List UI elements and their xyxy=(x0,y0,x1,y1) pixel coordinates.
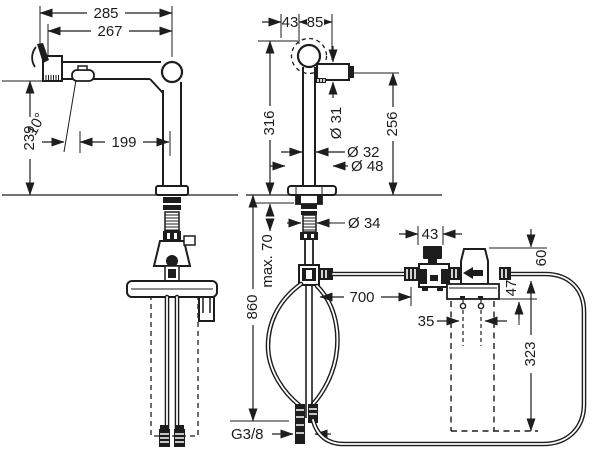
dim-label-860: 860 xyxy=(244,294,261,319)
dim-label-dia31: Ø 31 xyxy=(328,107,345,140)
dim-label-239: 239 xyxy=(21,125,38,150)
front-view-dimensions-mid: Ø 31 316 256 Ø 32 Ø 48 xyxy=(261,40,401,196)
dim-label-dia32: Ø 32 xyxy=(347,144,380,161)
left-view-faucet xyxy=(2,43,238,447)
dim-label-dia48: Ø 48 xyxy=(351,158,384,175)
dim-label-285: 285 xyxy=(93,5,118,22)
dim-label-35: 35 xyxy=(418,313,435,330)
left-view-dimensions: 285 267 239 10° 199 xyxy=(2,5,173,196)
dim-label-43-right: 43 xyxy=(422,226,439,243)
right-assembly: 700 43 60 xyxy=(319,226,550,432)
dim-label-199: 199 xyxy=(111,134,136,151)
dim-label-85: 85 xyxy=(307,14,324,31)
dim-label-max70: max. 70 xyxy=(259,234,276,287)
front-view-faucet xyxy=(290,37,354,186)
dim-label-316: 316 xyxy=(261,110,278,135)
front-view-deck xyxy=(246,185,442,196)
dim-label-323: 323 xyxy=(522,341,539,366)
front-view-dimensions-top: 43 85 xyxy=(258,14,333,60)
front-view-underdeck: Ø 34 max. 70 860 xyxy=(230,194,587,447)
dim-label-47: 47 xyxy=(503,280,520,297)
dim-label-60: 60 xyxy=(533,250,550,267)
dim-label-g38: G3/8 xyxy=(231,426,264,443)
dim-label-dia34: Ø 34 xyxy=(348,215,381,232)
dim-239: 239 xyxy=(21,117,38,159)
dim-label-267: 267 xyxy=(97,23,122,40)
dim-label-43-top: 43 xyxy=(282,14,299,31)
dim-label-256: 256 xyxy=(384,111,401,136)
dim-label-700: 700 xyxy=(349,289,374,306)
